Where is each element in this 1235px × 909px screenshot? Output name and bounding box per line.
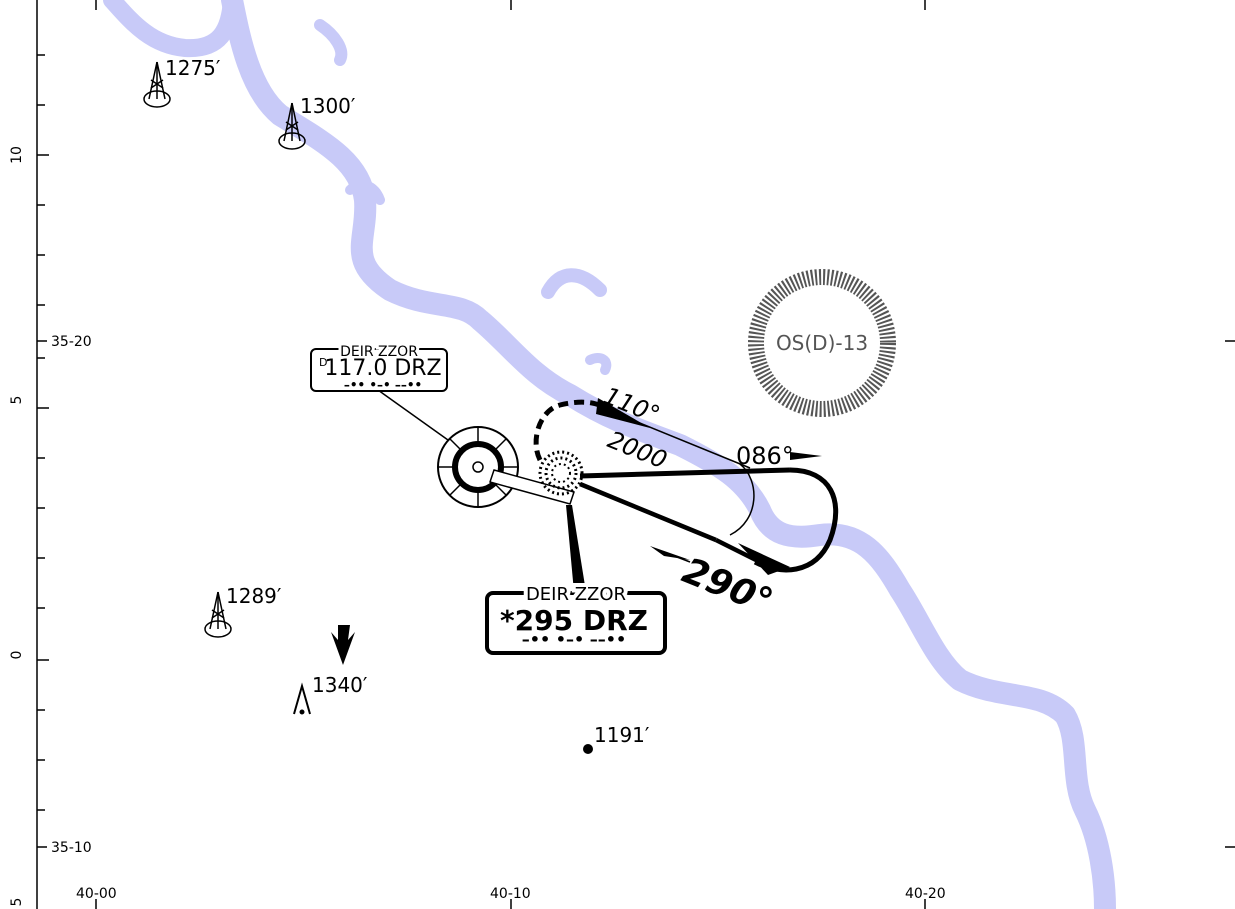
peak-icon <box>293 682 311 715</box>
arrow-turn-icon <box>738 543 790 575</box>
vor-leader <box>377 389 449 441</box>
lon-label-40-10: 40-10 <box>490 886 531 902</box>
tower-icon <box>278 102 306 150</box>
vor-frequency: 117.0 DRZ <box>324 356 441 381</box>
minute-label-5-lower: 5 <box>9 898 25 907</box>
obstacle-elev-1275: 1275′ <box>165 56 221 80</box>
obstacle-elev-1300: 1300′ <box>300 94 356 118</box>
vor-label-box: DEIR ZZOR D 117.0 DRZ –•• •–• ––•• <box>310 341 448 392</box>
vor-class: D <box>319 356 327 369</box>
vor-morse: –•• •–• ––•• <box>344 378 422 392</box>
minute-label-10: 10 <box>9 146 25 164</box>
minute-label-0: 0 <box>9 651 25 660</box>
lon-label-40-20: 40-20 <box>905 886 946 902</box>
arrow-inbound-icon <box>596 398 650 428</box>
obstacle-elev-1340: 1340′ <box>312 673 368 697</box>
tower-icon <box>204 591 232 638</box>
ndb-morse: –•• •–• ––•• <box>522 630 627 649</box>
course-086: 086° <box>736 442 794 470</box>
vor-name: DEIR ZZOR <box>340 344 418 360</box>
lat-label-35-10: 35-10 <box>51 840 92 856</box>
spot-height-icon <box>583 744 593 754</box>
frame-ticks <box>36 0 1235 909</box>
vor-icon <box>437 426 519 508</box>
ndb-frequency: *295 DRZ <box>500 604 648 637</box>
airspace-id: OS(D)-13 <box>776 331 868 355</box>
arrow-down-icon <box>331 625 355 665</box>
obstacle-elev-1289: 1289′ <box>226 584 282 608</box>
ndb-label-box: DEIR ZZOR *295 DRZ –•• •–• ––•• <box>485 580 667 655</box>
arrow-reverse-icon <box>650 546 690 560</box>
ndb-leader <box>566 505 586 592</box>
airspace-ring <box>748 269 896 417</box>
lat-label-35-20: 35-20 <box>51 334 92 350</box>
obstacle-elev-1191: 1191′ <box>594 723 650 747</box>
arrow-reverse-line <box>663 551 691 563</box>
lon-label-40-00: 40-00 <box>76 886 117 902</box>
minute-label-5-upper: 5 <box>9 396 25 405</box>
ndb-name: DEIR ZZOR <box>526 584 626 605</box>
river <box>103 0 1116 909</box>
tower-icon <box>143 61 171 108</box>
ndb-icon <box>538 450 584 496</box>
vor-ndb-connector <box>489 469 575 505</box>
